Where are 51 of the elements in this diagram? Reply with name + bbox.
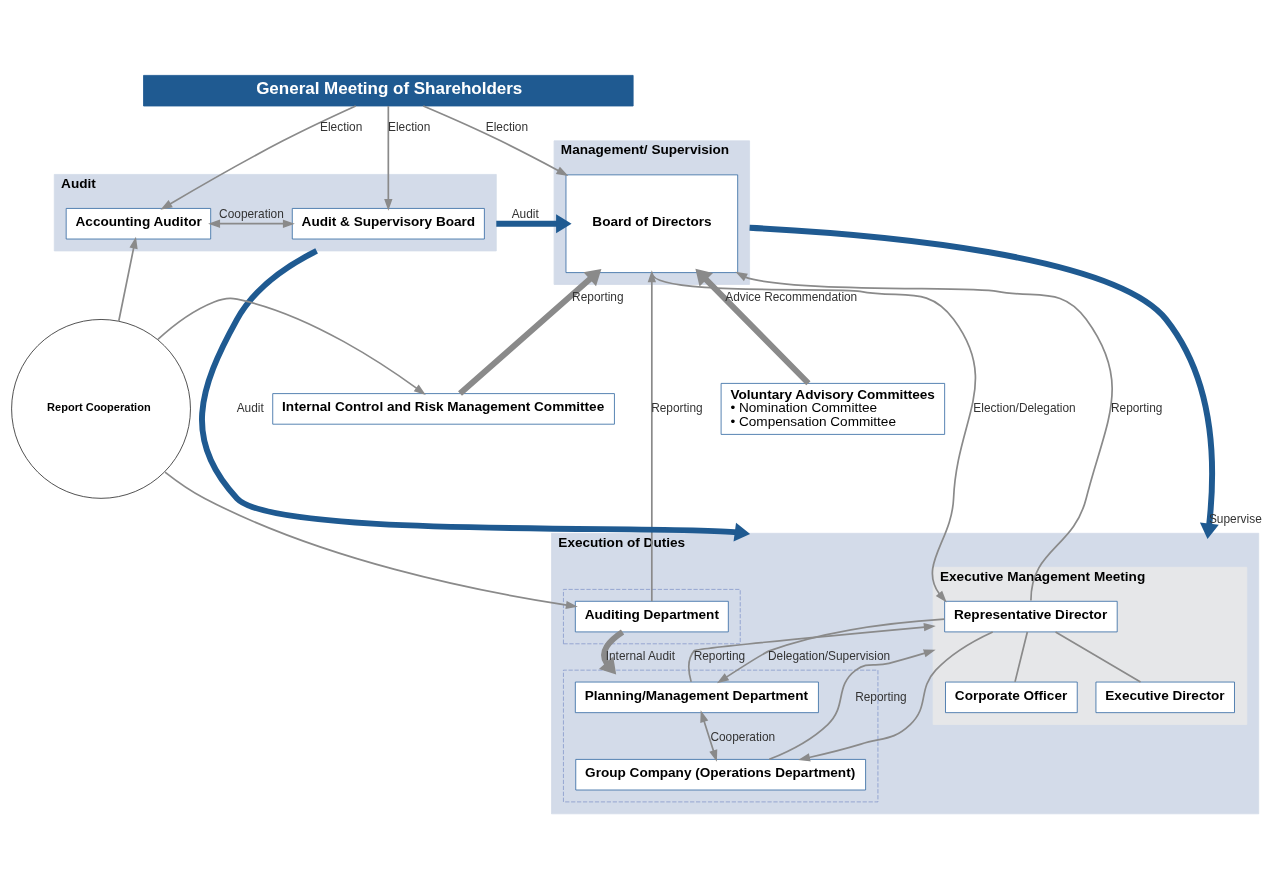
edge-label: Delegation/Supervision <box>767 648 891 663</box>
arrow <box>199 247 751 541</box>
arrow <box>117 236 138 322</box>
edge-label: Cooperation <box>710 729 776 744</box>
edge-label: Election <box>485 119 529 134</box>
edge-label: Advice Recommendation <box>725 289 858 304</box>
arrow <box>496 213 572 233</box>
arrow <box>384 104 393 211</box>
connector <box>1054 630 1142 683</box>
arrow <box>157 296 426 395</box>
edge-label: Reporting <box>572 289 624 304</box>
arrow <box>164 470 578 609</box>
node-box: Planning/Management Department <box>574 681 819 713</box>
arrow <box>700 709 718 762</box>
arrow <box>208 219 295 228</box>
node-box: Corporate Officer <box>945 681 1078 713</box>
arrow <box>735 271 1113 601</box>
edge-label: Reporting <box>693 648 746 663</box>
edge-label: Reporting <box>651 400 703 415</box>
arrow <box>749 224 1219 539</box>
edge-label: Election <box>320 119 363 134</box>
arrow <box>768 648 936 760</box>
node-circle: Report Cooperation <box>11 318 191 499</box>
edge-label: Internal Audit <box>605 648 676 663</box>
arrow <box>695 268 811 385</box>
edge-label: Election <box>388 119 431 134</box>
node-box: Voluntary Advisory Committees • Nomination Committee • Compensation Committee <box>720 382 946 435</box>
edge-label: Audit <box>236 400 264 415</box>
node-box: General Meeting of Shareholders <box>143 74 634 106</box>
edge-label: Cooperation <box>219 206 284 221</box>
node-box: Auditing Department <box>574 600 729 632</box>
node-box: Representative Director <box>944 600 1118 632</box>
arrow <box>422 104 569 176</box>
edge-label: Reporting <box>1110 400 1163 415</box>
node-box: Group Company (Operations Department) <box>575 758 867 790</box>
arrow <box>651 271 977 602</box>
edge-label: Reporting <box>855 689 907 703</box>
arrow <box>716 617 946 683</box>
edge-label: Election/Delegation <box>973 400 1076 415</box>
node-box: Executive Director <box>1095 681 1235 713</box>
node-box: Audit & Supervisory Board <box>291 207 485 239</box>
arrow <box>647 269 656 602</box>
connector <box>1014 630 1029 683</box>
node-box: Internal Control and Risk Management Committee <box>272 392 615 425</box>
arrow <box>160 104 357 210</box>
arrow <box>798 630 994 761</box>
node-box: Board of Directors <box>565 173 739 273</box>
arrow <box>458 268 602 396</box>
edge-label: Audit <box>511 206 539 221</box>
node-box: Accounting Auditor <box>65 207 212 239</box>
arrow <box>688 622 936 683</box>
